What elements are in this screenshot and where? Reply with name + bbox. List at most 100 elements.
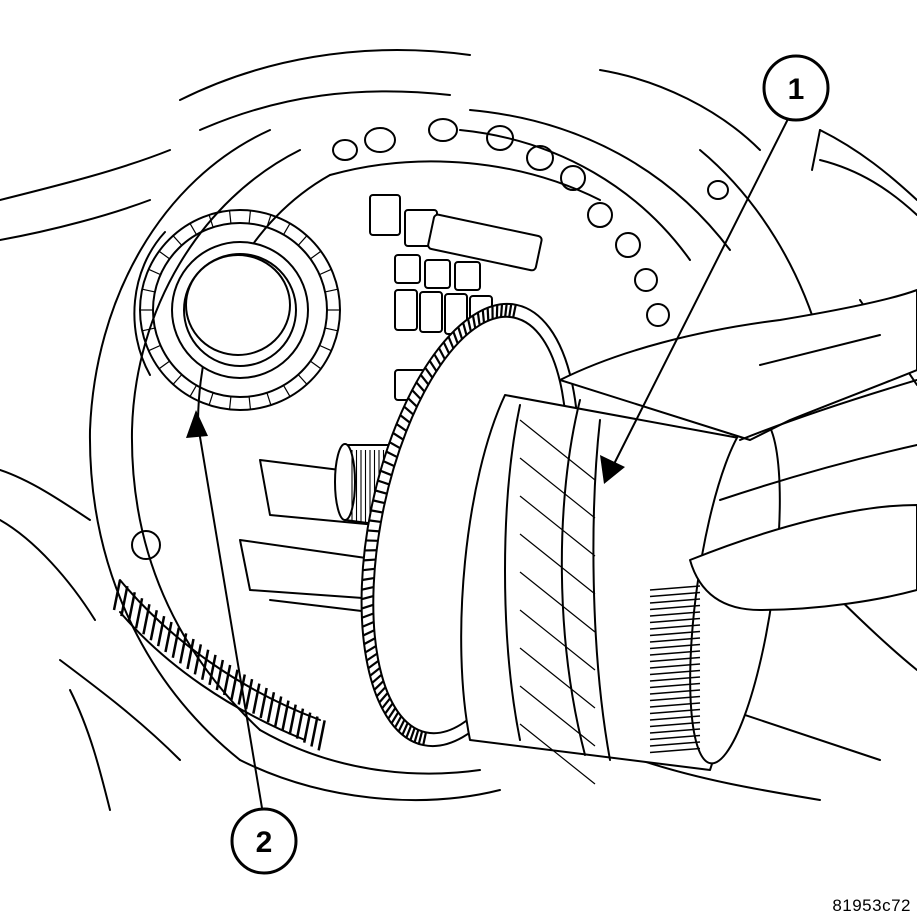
line-detail [186,638,195,670]
line-detail [164,621,173,653]
line-detail [403,405,415,416]
line-detail [382,460,395,468]
line-detail [392,432,404,441]
line-detail [171,627,181,658]
line-detail [361,603,374,610]
line-detail [397,719,406,732]
line-detail [158,360,170,370]
line-detail [297,374,308,385]
line-detail [244,678,254,710]
line-detail [437,347,446,360]
line-detail [317,720,326,751]
line-detail [371,673,383,684]
line-detail [361,612,374,619]
line-detail [200,649,210,680]
line-detail [409,727,416,741]
line-detail [649,617,701,624]
line-detail [422,732,427,746]
line-detail [158,250,170,260]
line-detail [649,747,701,754]
line-detail [149,610,159,641]
line-detail [363,558,376,562]
line-detail [178,633,188,664]
line-detail [368,519,382,524]
line-detail [395,423,408,432]
line-detail [222,664,232,696]
line-detail [384,702,394,715]
line-detail [649,650,701,656]
line-detail [228,210,232,224]
line-detail [394,715,403,729]
line-detail [310,716,319,747]
line-detail [369,667,381,677]
line-detail [259,687,268,719]
line-detail [282,223,291,235]
line-detail [172,374,183,385]
callout-1-label: 1 [788,73,805,106]
line-detail [649,689,701,695]
line-detail [466,318,472,332]
line-detail [367,529,380,533]
line-detail [519,723,596,785]
line-detail [120,585,129,617]
line-detail [401,722,409,736]
line-detail [649,669,701,676]
line-detail [215,659,225,691]
line-detail [447,336,455,349]
line-detail [512,304,517,318]
line-detail [649,682,701,689]
line-detail [208,392,214,406]
line-detail [266,392,272,406]
line-detail [297,235,308,246]
line-detail [508,303,513,318]
line-detail [189,223,198,235]
line-detail [310,360,322,370]
callout-2-label: 2 [256,826,273,859]
bolt-holes [131,118,729,560]
line-detail [248,396,252,410]
line-detail [476,312,481,326]
line-detail [302,712,312,743]
line-detail [381,697,391,709]
line-detail [519,419,596,481]
line-detail [385,450,398,459]
callout-1: 1 [762,54,830,122]
line-detail [519,533,596,595]
line-detail [417,731,424,745]
line-detail [193,644,203,675]
callout-1-leader [600,114,791,484]
line-detail [281,700,290,731]
line-detail [649,656,701,663]
line-detail [471,315,477,329]
line-detail [367,660,380,670]
differential-assembly [360,302,781,785]
callout-2: 2 [230,807,298,875]
line-detail [649,598,701,604]
line-detail [457,326,464,340]
line-detail [172,235,183,246]
line-detail [481,309,486,323]
line-detail [649,663,701,669]
line-detail [649,624,701,630]
line-detail [442,341,451,355]
line-detail [649,734,701,741]
line-detail [428,360,438,372]
line-detail [273,696,283,727]
line-detail [649,637,701,643]
line-detail [649,708,701,715]
line-detail [142,327,156,332]
line-detail [319,268,332,276]
line-detail [363,637,376,646]
line-detail [462,322,468,336]
line-detail [148,268,161,276]
line-detail [361,576,375,582]
line-detail [127,591,136,623]
line-detail [486,307,490,321]
line-detail [452,331,459,344]
line-detail [407,397,418,408]
line-detail [380,469,393,477]
line-detail [649,591,701,598]
line-detail [142,604,151,635]
line-detail [649,643,701,650]
line-detail [366,652,378,662]
